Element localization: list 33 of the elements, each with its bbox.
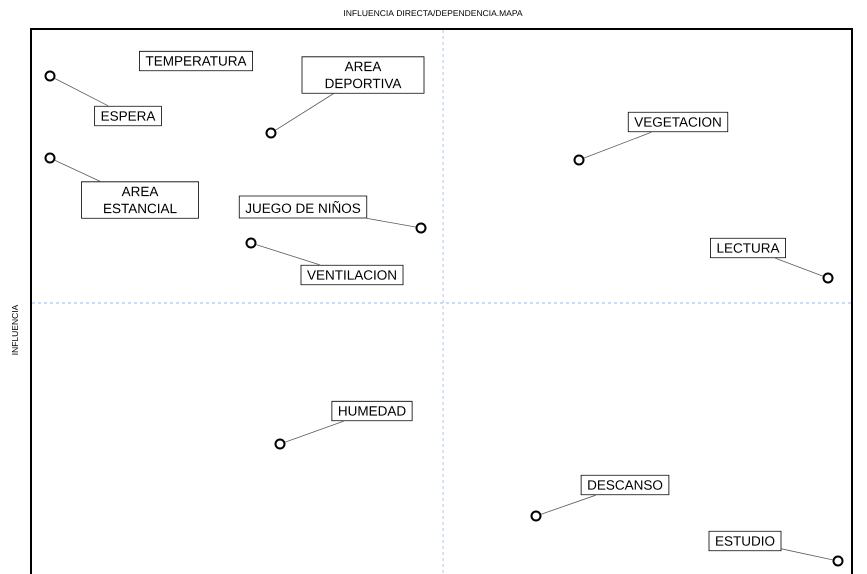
label-box: VENTILACION <box>300 264 404 286</box>
label-box: LECTURA <box>710 238 786 258</box>
point-marker <box>416 222 426 234</box>
label-box: HUMEDAD <box>331 400 413 422</box>
leader-line <box>256 244 320 266</box>
label-box: JUEGO DE NIÑOS <box>238 196 368 218</box>
label-box: DESCANSO <box>580 474 670 496</box>
chart-title: INFLUENCIA DIRECTA/DEPENDENCIA.MAPA <box>344 10 523 16</box>
label-box: ESPERA <box>94 106 162 126</box>
label-box: ESTUDIO <box>708 530 782 552</box>
axis-label: INFLUENCIA <box>12 304 18 354</box>
label-box: VEGETACION <box>628 112 728 132</box>
leader-line <box>284 420 344 443</box>
label-box: AREA DEPORTIVA <box>302 56 424 94</box>
leader-line <box>366 218 416 228</box>
point-marker <box>266 128 276 138</box>
leader-line <box>540 494 596 515</box>
leader-line <box>774 258 824 276</box>
leader-line <box>275 93 334 130</box>
point-marker <box>44 152 56 164</box>
point-marker <box>44 70 56 82</box>
leader-line <box>584 132 652 158</box>
leader-line <box>54 160 101 182</box>
point-marker <box>822 272 834 284</box>
point-marker <box>574 154 584 166</box>
point-marker <box>530 510 542 522</box>
point-marker <box>832 556 844 566</box>
point-marker <box>246 238 256 248</box>
point-marker <box>274 438 286 450</box>
label-box: AREA ESTANCIAL <box>81 181 199 219</box>
leader-line <box>781 548 834 560</box>
label-box: TEMPERATURA <box>139 50 253 72</box>
leader-line <box>54 78 109 106</box>
